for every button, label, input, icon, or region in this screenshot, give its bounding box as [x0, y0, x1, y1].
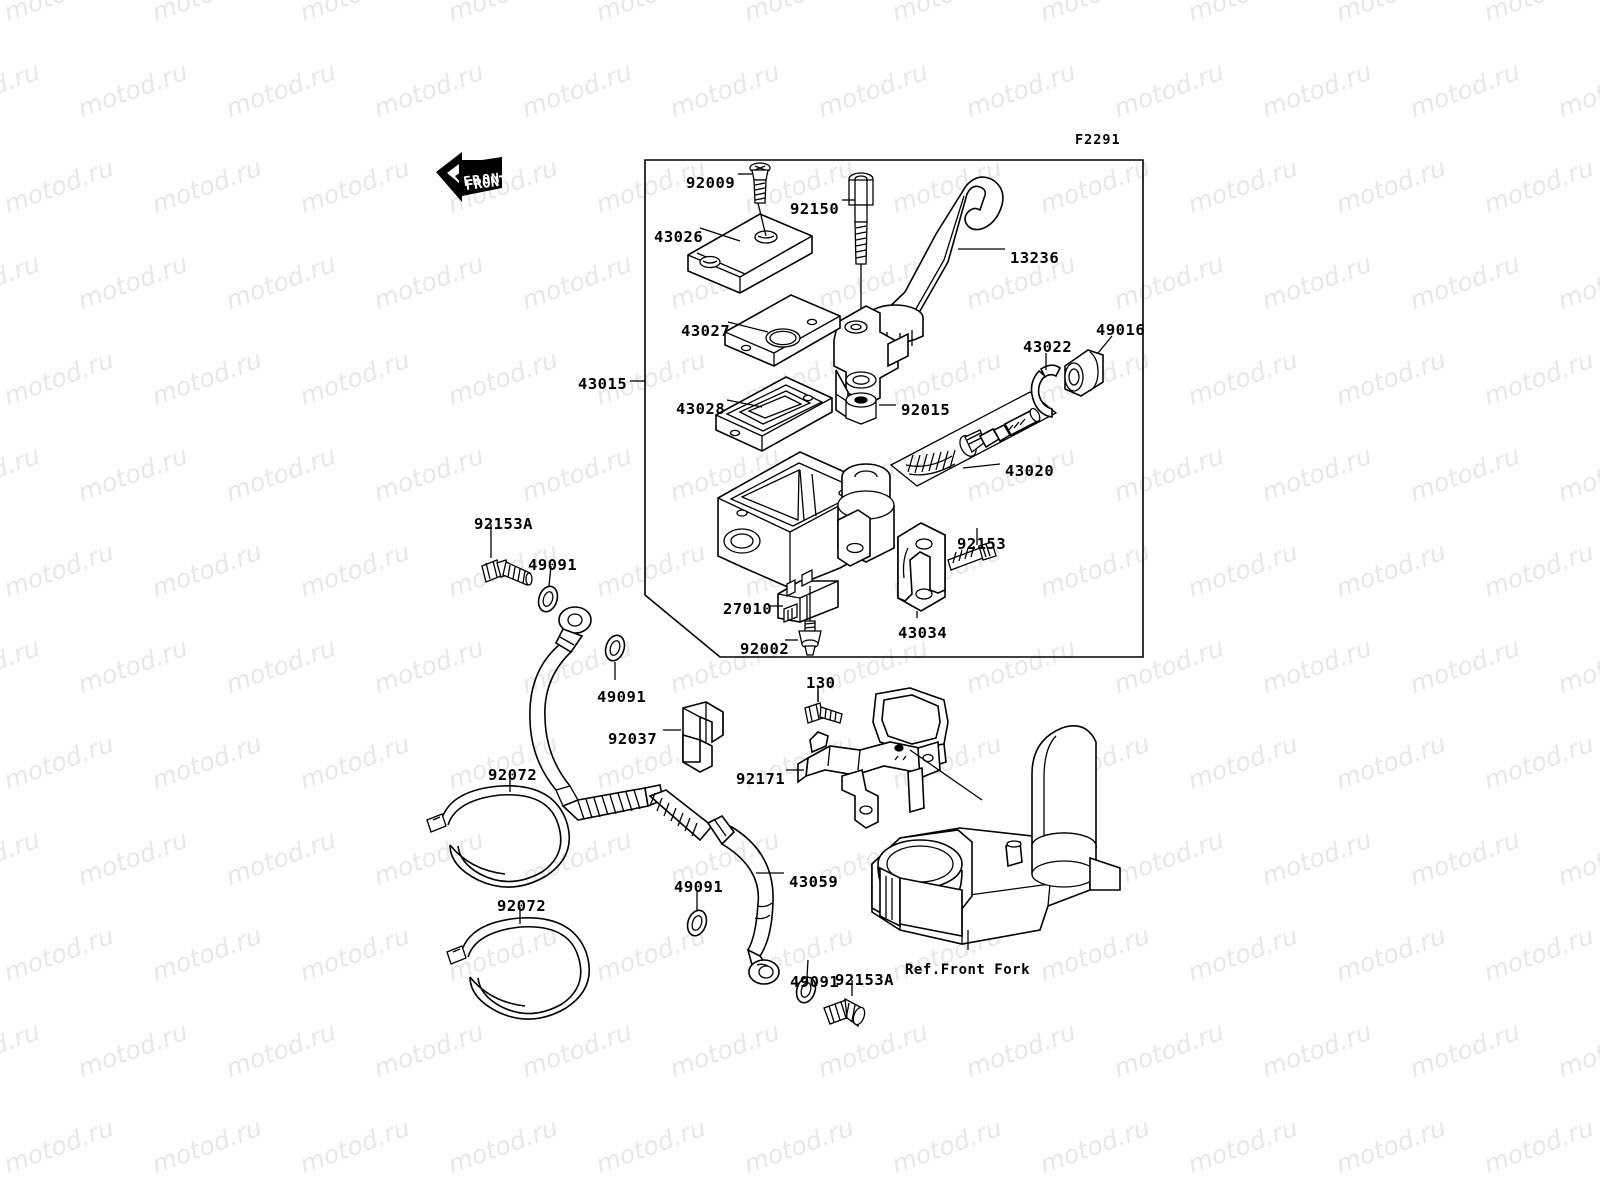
part-label-49091d: 49091	[790, 973, 840, 991]
svg-text:N: N	[490, 171, 500, 187]
part-label-43034: 43034	[898, 624, 948, 642]
part-label-92015: 92015	[901, 401, 951, 419]
part-43022-circlip	[1030, 364, 1062, 418]
part-label-130: 130	[806, 674, 836, 692]
upper-hose-banjo-fitting	[554, 606, 592, 654]
reference-front-fork	[871, 725, 1121, 945]
part-label-92072a: 92072	[488, 766, 538, 784]
part-label-49016: 49016	[1096, 321, 1146, 339]
part-43034-holder-clamp	[897, 522, 946, 612]
part-label-92171: 92171	[736, 770, 786, 788]
part-label-92002: 92002	[740, 640, 790, 658]
assembly-boundary-box	[644, 159, 1144, 658]
diagram-code: F2291	[1075, 132, 1121, 148]
part-label-92009: 92009	[686, 174, 736, 192]
leader-43020	[962, 463, 1001, 469]
part-92153A-banjo-bolt-upper	[481, 559, 533, 586]
part-92002-switch-bolt	[798, 586, 822, 656]
part-label-92072b: 92072	[497, 897, 547, 915]
part-label-92153: 92153	[957, 535, 1007, 553]
part-92009-screw	[749, 162, 771, 237]
leader-43028	[726, 399, 763, 408]
part-label-92153A: 92153A	[474, 515, 533, 533]
master-cylinder-body	[717, 451, 895, 589]
part-49016-dust-cap	[1064, 349, 1104, 397]
part-label-43027: 43027	[681, 322, 731, 340]
part-92015-nut	[845, 392, 877, 425]
part-92153-clamp-bolt	[947, 541, 997, 571]
svg-text:FRONT: FRONT	[465, 173, 509, 194]
part-92037-hose-clamp	[682, 701, 724, 773]
part-label-43015: 43015	[578, 375, 628, 393]
part-label-43022: 43022	[1023, 338, 1073, 356]
part-label-49091a: 49091	[528, 556, 578, 574]
leader-49091-upper-1	[548, 565, 552, 587]
part-label-49091c: 49091	[674, 878, 724, 896]
lever-holder	[833, 304, 924, 420]
svg-text:F: F	[462, 174, 472, 190]
upper-brake-hose	[481, 524, 664, 821]
part-label-13236: 13236	[1010, 249, 1060, 267]
part-49091-washer-upper-2	[604, 634, 626, 662]
part-130-bolt	[804, 690, 843, 724]
leader-49016	[1097, 335, 1113, 354]
part-label-92037: 92037	[608, 730, 658, 748]
part-label-92150: 92150	[790, 200, 840, 218]
part-49091-washer-lower-2	[795, 976, 817, 1004]
part-label-27010: 27010	[723, 600, 773, 618]
front-arrow-icon: F R O N FRONT	[436, 152, 508, 202]
leader-43026	[699, 227, 741, 242]
part-27010-brake-light-switch	[777, 568, 839, 623]
part-43059-brake-hose	[648, 789, 780, 985]
part-92072-band-tie-1	[426, 785, 570, 888]
leader-43027	[727, 321, 769, 333]
part-43027-reservoir-plate	[724, 294, 841, 367]
part-92153A-banjo-bolt-lower	[823, 997, 866, 1028]
part-label-43026: 43026	[654, 228, 704, 246]
part-43020-piston-kit	[889, 391, 1058, 487]
part-49091-washer-lower-1	[686, 909, 708, 937]
part-label-Ref: Ref.Front Fork	[905, 962, 1031, 978]
part-92072-band-tie-2	[446, 917, 590, 1020]
svg-text:R: R	[471, 173, 481, 189]
leader-bracket-to-fork	[909, 749, 983, 801]
part-43028-diaphragm	[715, 376, 833, 452]
part-49091-washer-upper-1	[537, 585, 559, 613]
part-label-43020: 43020	[1005, 462, 1055, 480]
leader-49091-lower-2	[806, 959, 809, 978]
part-label-43028: 43028	[676, 400, 726, 418]
part-label-92153Ab: 92153A	[835, 971, 894, 989]
part-label-43059: 43059	[789, 873, 839, 891]
svg-text:O: O	[481, 172, 491, 188]
part-label-49091b: 49091	[597, 688, 647, 706]
lower-hose-banjo-fitting	[746, 948, 780, 985]
